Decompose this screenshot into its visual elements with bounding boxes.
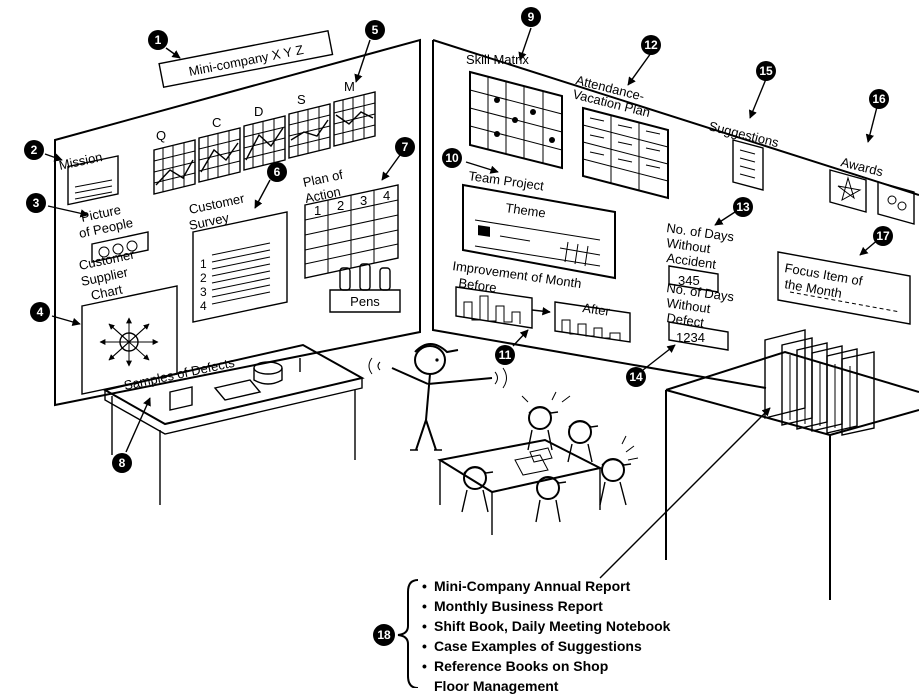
callout-bubble-14: 14 <box>626 367 646 387</box>
svg-text:Pens: Pens <box>350 294 380 309</box>
chart-d <box>244 116 285 170</box>
svg-text:5: 5 <box>372 23 379 37</box>
callout-bubble-4: 4 <box>30 302 50 322</box>
chart-q <box>154 140 195 194</box>
report-item: •Shift Book, Daily Meeting Notebook <box>422 616 892 636</box>
mission-poster: Mission <box>58 149 118 204</box>
chart-m <box>334 92 375 146</box>
callout-bubble-5: 5 <box>365 20 385 40</box>
svg-text:4: 4 <box>383 188 390 203</box>
svg-text:18: 18 <box>377 628 391 642</box>
svg-text:15: 15 <box>759 64 773 78</box>
svg-text:12: 12 <box>644 38 658 52</box>
report-item: •Case Examples of Suggestions <box>422 636 892 656</box>
svg-text:4: 4 <box>37 305 44 319</box>
svg-text:3: 3 <box>200 285 207 299</box>
report-item-continuation: •Floor Management <box>422 676 892 696</box>
report-item: •Reference Books on Shop <box>422 656 892 676</box>
svg-text:Suggestions: Suggestions <box>707 118 781 150</box>
svg-text:1: 1 <box>200 257 207 271</box>
svg-text:Q: Q <box>156 128 166 143</box>
svg-text:4: 4 <box>200 299 207 313</box>
callout-bubble-10: 10 <box>442 148 462 168</box>
svg-text:S: S <box>297 92 306 107</box>
svg-text:Accident: Accident <box>666 250 718 272</box>
callout-bubble-3: 3 <box>26 193 46 213</box>
awards-board: Awards <box>830 154 914 224</box>
svg-text:Team Project: Team Project <box>468 168 546 193</box>
days-without-defect: No. of Days Without Defect 1234 <box>666 280 736 350</box>
svg-text:1: 1 <box>155 33 162 47</box>
svg-text:11: 11 <box>499 348 512 362</box>
focus-item: Focus Item of the Month <box>778 252 910 324</box>
svg-text:7: 7 <box>402 140 409 154</box>
svg-text:Mini-company X Y Z: Mini-company X Y Z <box>187 42 304 79</box>
svg-text:17: 17 <box>876 229 890 243</box>
report-list: •Mini-Company Annual Report •Monthly Bus… <box>422 576 892 696</box>
callout-bubble-7: 7 <box>395 137 415 157</box>
svg-text:6: 6 <box>274 165 281 179</box>
svg-text:2: 2 <box>31 143 38 157</box>
bookshelf <box>666 330 919 600</box>
suggestions-box: Suggestions <box>707 118 781 190</box>
report-item: •Monthly Business Report <box>422 596 892 616</box>
callout-leaders <box>45 28 880 578</box>
callout-bubble-8: 8 <box>112 453 132 473</box>
mini-company-sign: Mini-company X Y Z <box>159 31 332 87</box>
svg-text:3: 3 <box>33 196 40 210</box>
svg-text:M: M <box>344 79 355 94</box>
report-list-brace <box>398 580 418 688</box>
callout-bubble-12: 12 <box>641 35 661 55</box>
svg-text:16: 16 <box>872 92 886 106</box>
meeting-table <box>440 440 600 535</box>
chart-s <box>289 104 330 158</box>
svg-text:2: 2 <box>337 198 344 213</box>
svg-text:C: C <box>212 115 221 130</box>
svg-text:8: 8 <box>119 456 126 470</box>
callout-bubble-17: 17 <box>873 226 893 246</box>
skill-matrix: Skill Matrix <box>466 52 562 168</box>
pens-holder: Pens <box>330 264 400 312</box>
callout-bubble-6: 6 <box>267 162 287 182</box>
svg-text:13: 13 <box>736 200 750 214</box>
team-project: Team Project Theme <box>463 168 615 278</box>
svg-text:2: 2 <box>200 271 207 285</box>
svg-text:3: 3 <box>360 193 367 208</box>
callout-bubble-1: 1 <box>148 30 168 50</box>
attendance-vacation-plan: Attendance- Vacation Plan <box>571 72 668 198</box>
svg-text:14: 14 <box>629 370 643 384</box>
callout-bubble-16: 16 <box>869 89 889 109</box>
customer-survey: Customer Survey 1 2 3 4 <box>188 190 287 322</box>
callout-bubble-2: 2 <box>24 140 44 160</box>
svg-text:Theme: Theme <box>505 200 547 220</box>
chart-c <box>199 128 240 182</box>
improvement-of-month: Improvement of Month Before After <box>452 258 630 342</box>
svg-text:10: 10 <box>445 151 459 165</box>
callout-bubble-15: 15 <box>756 61 776 81</box>
callout-bubble-13: 13 <box>733 197 753 217</box>
callout-bubble-18: 18 <box>373 624 395 646</box>
svg-text:1234: 1234 <box>676 330 705 345</box>
callout-bubble-11: 11 <box>495 345 515 365</box>
samples-table: Samples of Defects <box>105 345 362 505</box>
presenter-figure <box>369 344 507 450</box>
svg-text:Awards: Awards <box>839 154 885 179</box>
svg-text:9: 9 <box>528 10 535 24</box>
report-item: •Mini-Company Annual Report <box>422 576 892 596</box>
svg-text:1: 1 <box>314 203 321 218</box>
svg-text:D: D <box>254 104 263 119</box>
callout-bubble-9: 9 <box>521 7 541 27</box>
meeting-participants <box>462 392 638 522</box>
plan-of-action: Plan of Action 1 2 3 4 <box>302 167 398 278</box>
